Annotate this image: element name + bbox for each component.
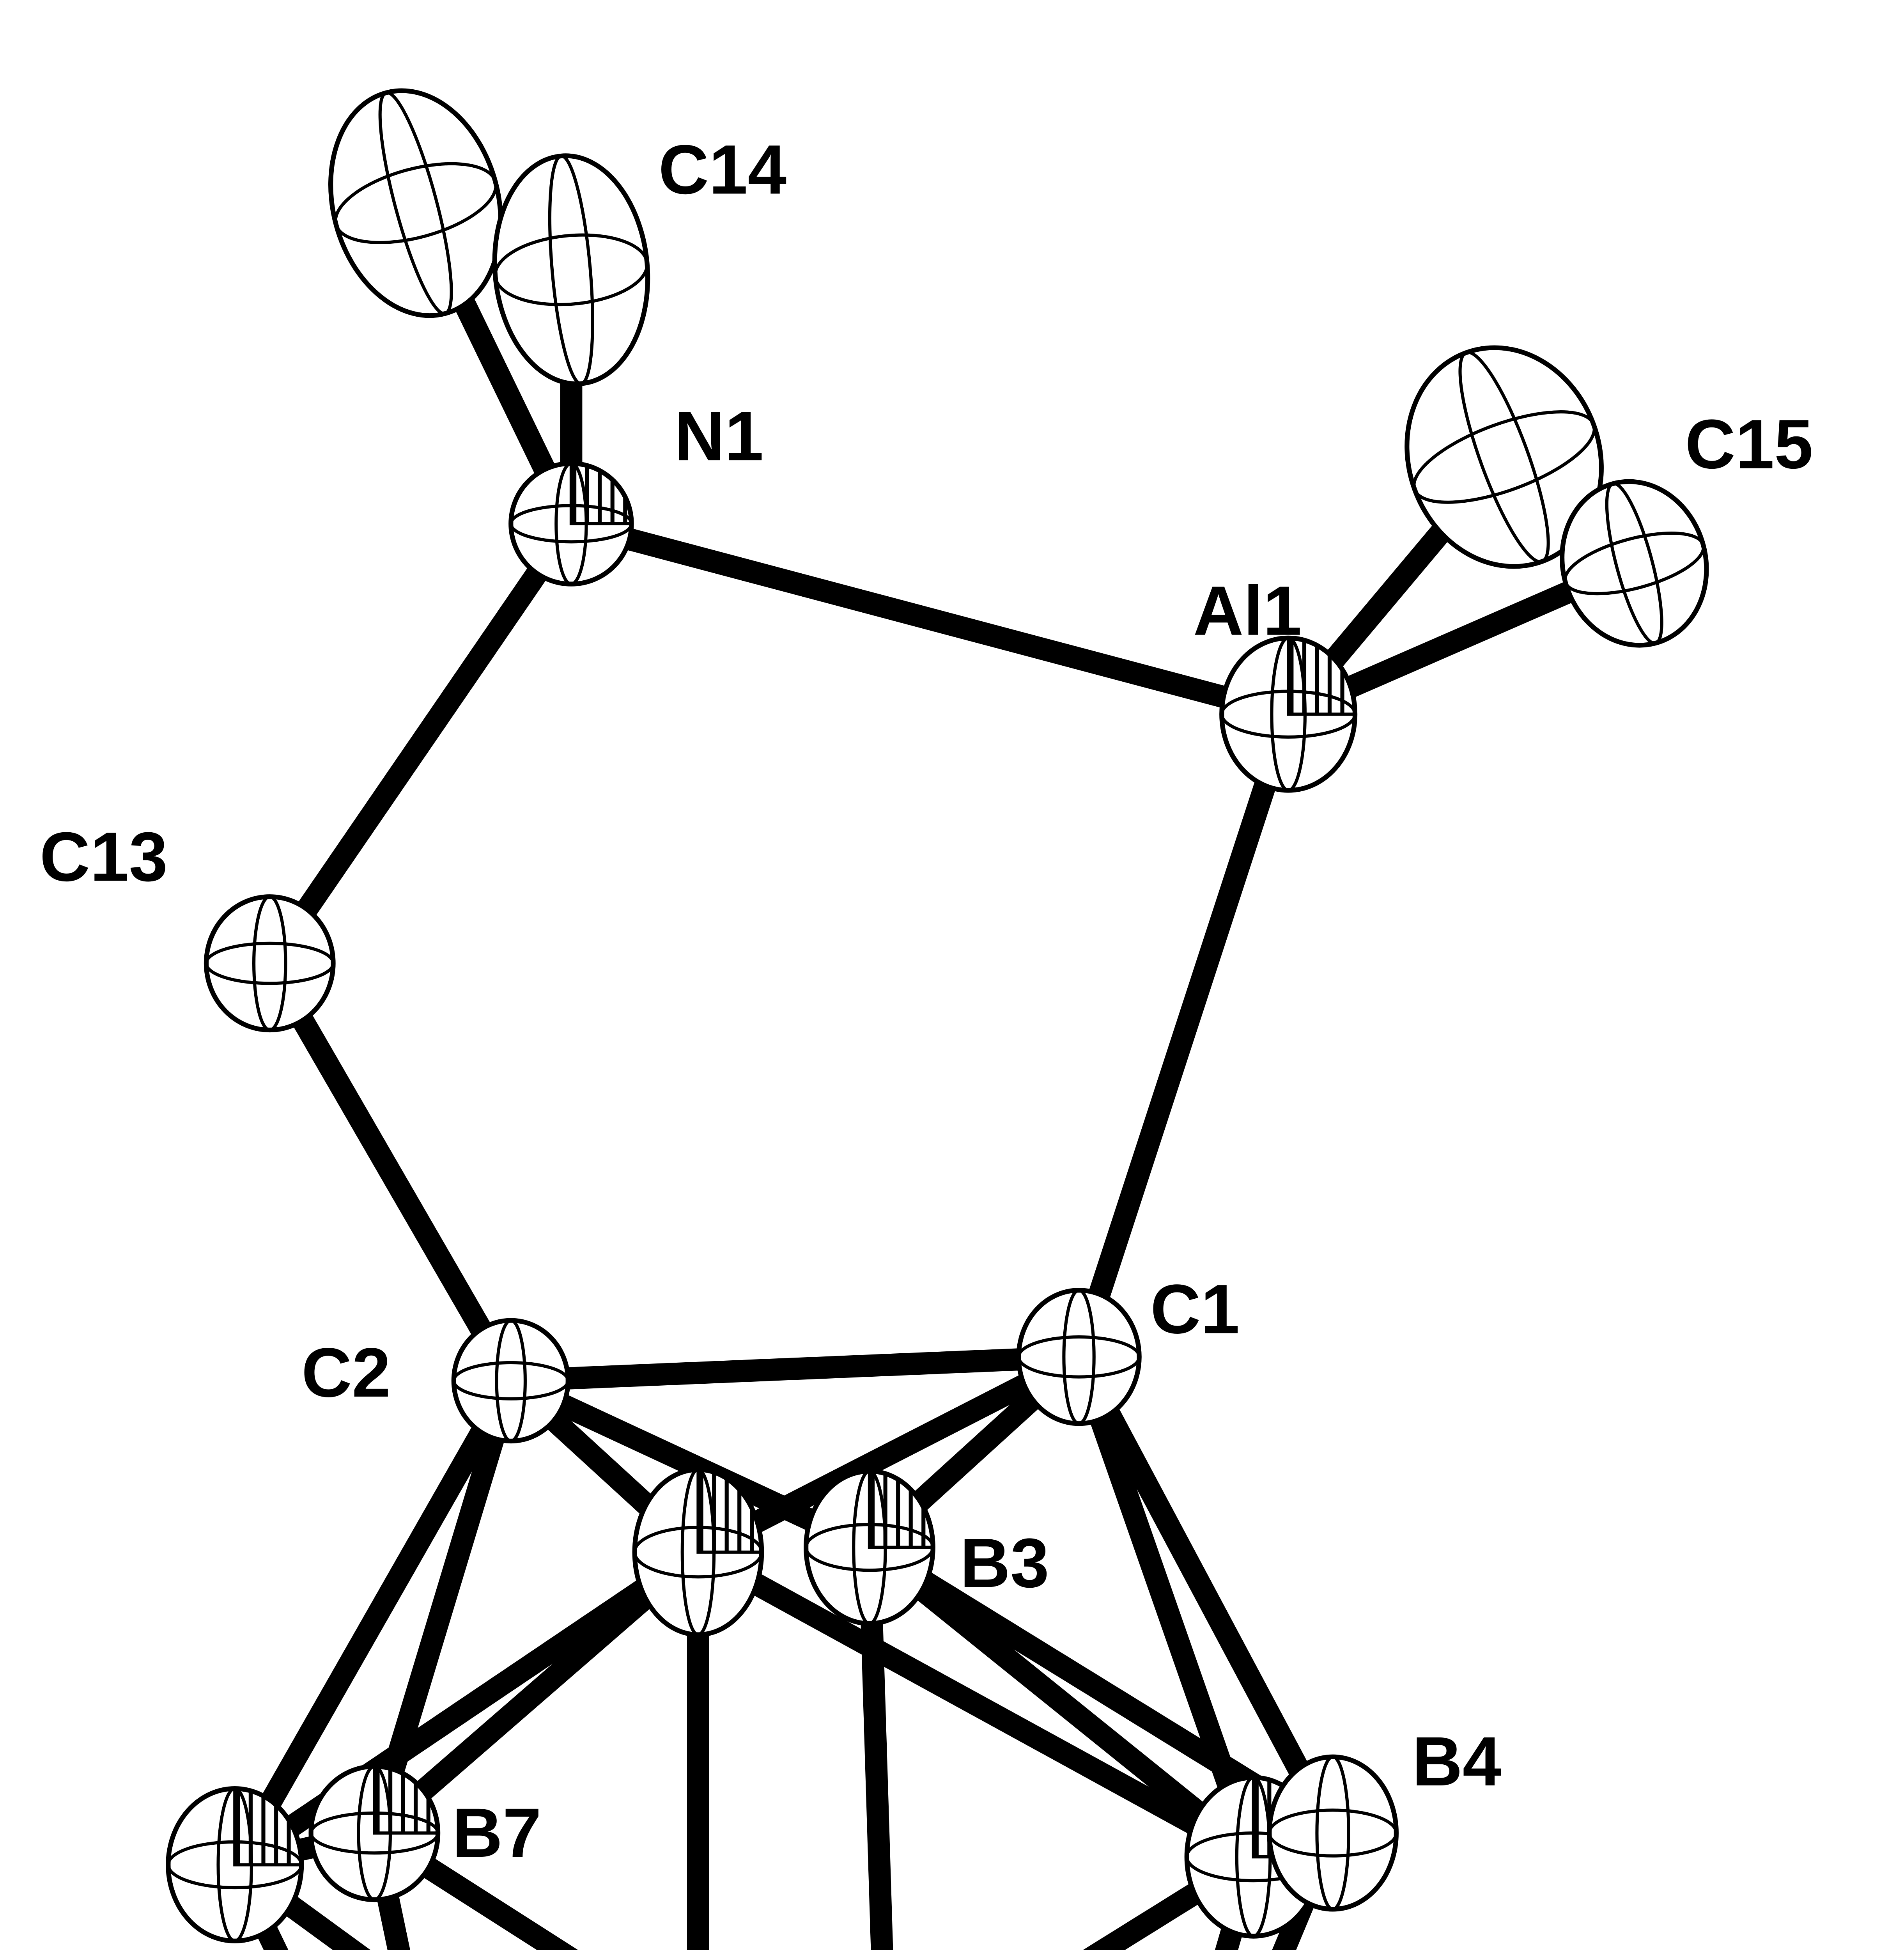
atom-b4 xyxy=(1267,1754,1399,1912)
bond-b5-b10 xyxy=(1083,1847,1259,1950)
atom-b6 xyxy=(632,1467,764,1637)
bond-b4-b9 xyxy=(1272,1829,1343,1950)
bond-n1-al1 xyxy=(568,513,1291,725)
labels-layer: C14N1Al1C15C13C2C1B3B7B4B8B12B9 xyxy=(40,130,1813,1872)
atom-c14a xyxy=(328,88,503,318)
bond-c2-c1 xyxy=(510,1346,1080,1392)
bond-c1-b6 xyxy=(693,1347,1084,1562)
atom-label-b3: B3 xyxy=(960,1524,1049,1602)
atom-label-al1: Al1 xyxy=(1193,572,1302,650)
atom-b7 xyxy=(308,1764,441,1902)
bond-b5-b9 xyxy=(1215,1854,1264,1950)
atom-n1 xyxy=(508,461,634,587)
bond-b3-b8 xyxy=(858,1547,893,1950)
bond-b3-b5 xyxy=(863,1539,1261,1866)
atom-c15a xyxy=(1405,345,1604,569)
bond-b7-b12 xyxy=(363,1831,410,1950)
bond-c1-b4 xyxy=(1069,1351,1343,1838)
atom-b3 xyxy=(804,1469,935,1626)
atom-label-c13: C13 xyxy=(40,817,168,895)
atom-c2 xyxy=(451,1318,570,1444)
atom-label-c2: C2 xyxy=(301,1333,391,1411)
bond-al1-c1 xyxy=(1068,711,1299,1361)
atom-label-c15: C15 xyxy=(1685,405,1813,483)
atom-label-c1: C1 xyxy=(1150,1270,1240,1348)
atom-label-b4: B4 xyxy=(1412,1722,1502,1800)
bond-c13-c2 xyxy=(260,957,521,1386)
atom-label-n1: N1 xyxy=(674,397,763,475)
atom-b11 xyxy=(166,1786,304,1943)
atoms-layer xyxy=(166,88,1709,1943)
atom-c13 xyxy=(204,894,336,1033)
atom-al1 xyxy=(1219,635,1358,793)
atom-c1 xyxy=(1016,1288,1142,1426)
bond-n1-c13 xyxy=(260,517,581,970)
atom-c14 xyxy=(492,153,650,386)
atom-c15 xyxy=(1559,479,1709,648)
bond-c2-b11 xyxy=(225,1375,521,1870)
atom-label-c14: C14 xyxy=(659,130,786,208)
bond-b6-b5 xyxy=(693,1542,1259,1867)
atom-label-b7: B7 xyxy=(452,1794,542,1872)
bond-b7-b8 xyxy=(368,1824,578,1950)
bond-b11-b10 xyxy=(228,1856,371,1950)
